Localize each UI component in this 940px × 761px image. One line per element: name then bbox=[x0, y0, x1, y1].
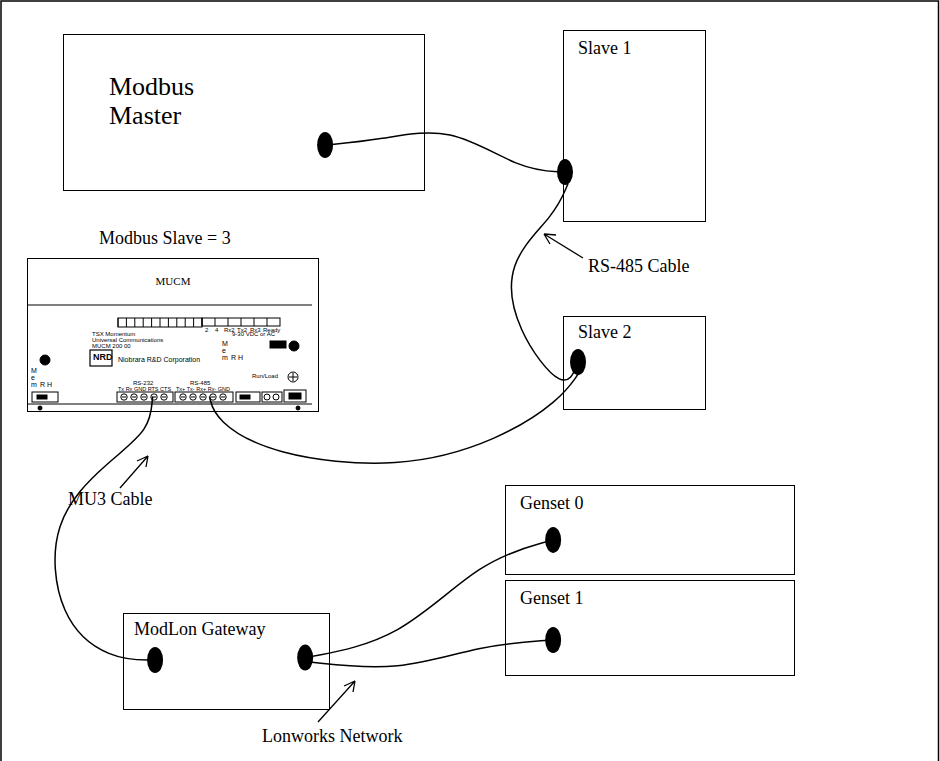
device-marking: Tx+ Tx- Rx+ Rx- GND bbox=[176, 387, 230, 393]
node-label: MUCM bbox=[28, 275, 318, 287]
device-marking: Ready bbox=[263, 327, 280, 333]
device-marking: NRD bbox=[93, 353, 113, 362]
device-box: Slave 2 bbox=[563, 316, 706, 410]
device-marking: RS-232 bbox=[133, 380, 153, 386]
cable-callout: Lonworks Network bbox=[262, 727, 402, 747]
cable-plug bbox=[557, 159, 573, 185]
device-marking: Rx2 bbox=[224, 327, 235, 333]
cable-plug bbox=[317, 132, 333, 158]
cable-callout: MU3 Cable bbox=[68, 490, 153, 510]
device-marking: Tx2 bbox=[237, 327, 247, 333]
device-marking: M e m bbox=[31, 367, 36, 388]
device-marking: 2 bbox=[205, 327, 208, 333]
cable bbox=[325, 133, 565, 172]
module-box: Modbus Slave = 3MUCM bbox=[27, 258, 319, 412]
device-box: Slave 1 bbox=[563, 30, 706, 222]
node-label: Genset 0 bbox=[520, 494, 583, 514]
device-box: Modbus Master bbox=[63, 34, 425, 191]
device-marking: Rx3 bbox=[250, 327, 261, 333]
device-marking: Run/Load bbox=[252, 373, 278, 379]
device-marking: MUCM 200 00 bbox=[92, 343, 131, 349]
node-label: Modbus Master bbox=[109, 73, 259, 130]
cable bbox=[512, 184, 578, 381]
device-marking: RS-485 bbox=[190, 380, 210, 386]
cable-plug bbox=[297, 645, 313, 671]
device-marking: Universal Communications bbox=[92, 337, 163, 343]
device-box: Genset 1 bbox=[505, 580, 795, 676]
node-label: ModLon Gateway bbox=[134, 620, 265, 640]
device-box: ModLon Gateway bbox=[123, 613, 330, 710]
cable bbox=[305, 540, 553, 658]
node-label: Slave 2 bbox=[578, 323, 632, 343]
device-marking: R H bbox=[40, 381, 52, 388]
mucm-illustration bbox=[27, 305, 312, 410]
cable-plug bbox=[545, 527, 561, 553]
device-marking: Niobrara R&D Corporation bbox=[118, 356, 200, 363]
cable-callout: RS-485 Cable bbox=[588, 257, 690, 277]
node-label: Slave 1 bbox=[578, 39, 632, 59]
device-marking: R H bbox=[231, 354, 243, 361]
cable-plug bbox=[545, 627, 561, 653]
device-marking: TSX Momentum bbox=[92, 331, 135, 337]
device-marking: Tx Rx GND RTS CTS bbox=[118, 387, 171, 393]
device-box: Genset 0 bbox=[505, 485, 795, 575]
device-marking: M e m bbox=[222, 340, 227, 361]
node-heading: Modbus Slave = 3 bbox=[99, 229, 231, 249]
cable-plug bbox=[147, 647, 163, 673]
device-marking: 4 bbox=[215, 327, 218, 333]
cable bbox=[210, 374, 579, 463]
node-label: Genset 1 bbox=[520, 589, 583, 609]
cable bbox=[305, 640, 553, 667]
cable-plug bbox=[570, 349, 586, 375]
